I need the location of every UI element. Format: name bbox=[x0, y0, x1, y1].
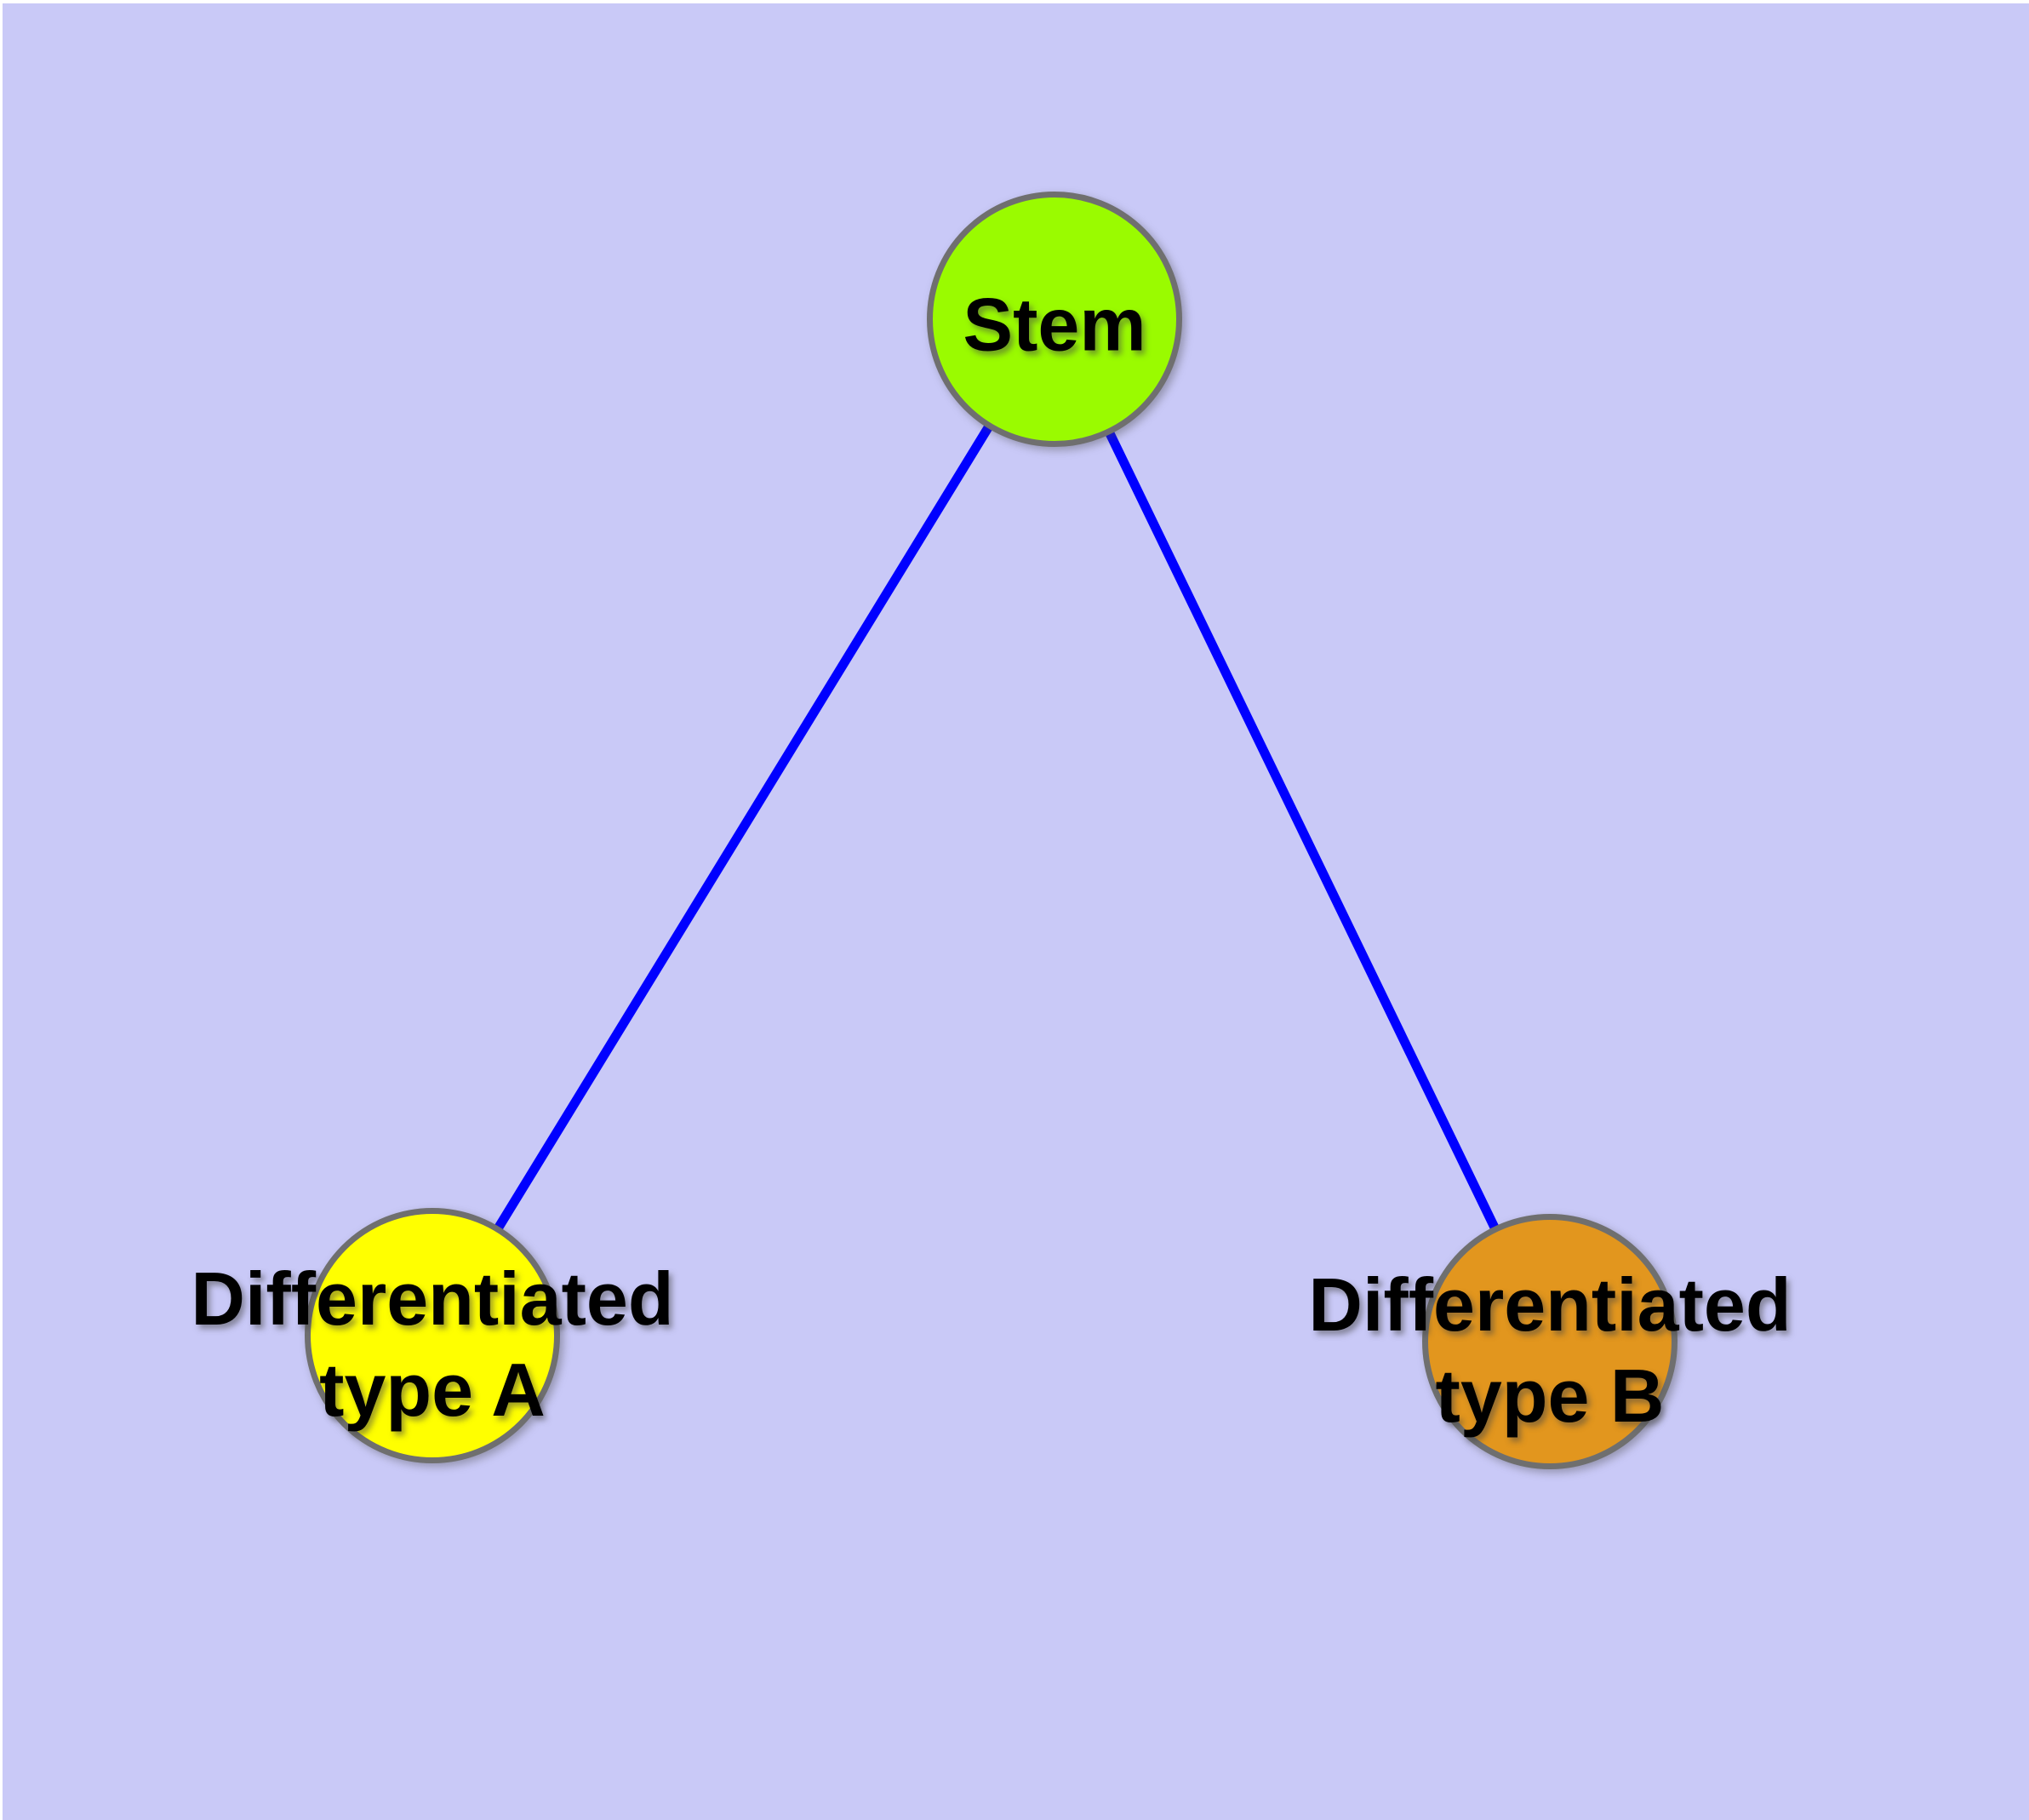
node-circle-stem bbox=[927, 192, 1182, 447]
edges-layer bbox=[428, 317, 1554, 1344]
node-circle-differentiated-type-a bbox=[305, 1208, 560, 1463]
edge-stem-to-differentiated-type-a bbox=[428, 317, 1059, 1338]
edge-stem-to-differentiated-type-b bbox=[1050, 317, 1554, 1344]
node-circle-differentiated-type-b bbox=[1422, 1214, 1677, 1469]
diagram-canvas: Stem Differentiated type A Differentiate… bbox=[3, 3, 2029, 1820]
nodes-layer bbox=[305, 192, 1677, 1469]
graph-svg bbox=[305, 192, 1677, 1469]
